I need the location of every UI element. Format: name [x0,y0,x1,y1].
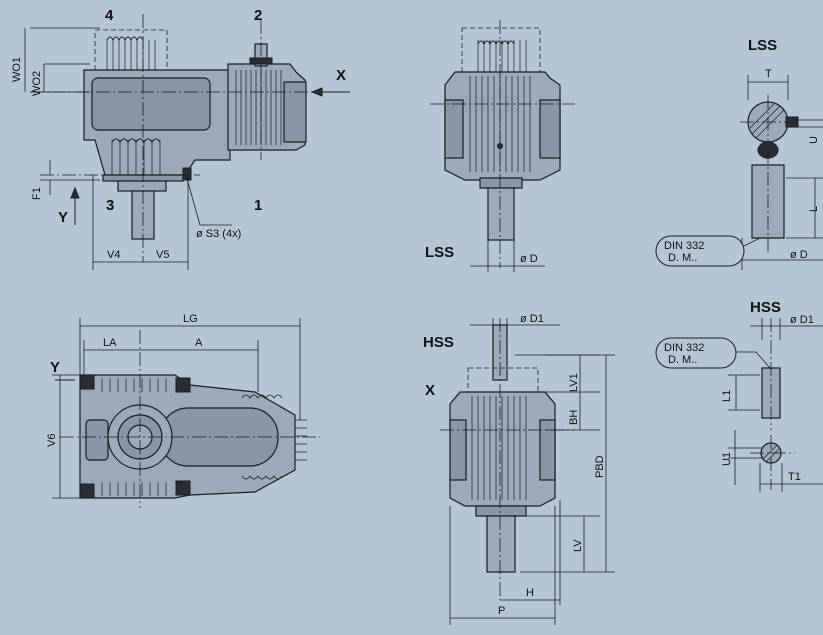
y-plan-label: Y [50,359,60,376]
lss-detail-label: LSS [748,37,777,54]
x-front-label: X [425,382,435,399]
position-2-label: 2 [254,7,262,24]
lss-shaft-detail [655,75,823,270]
v6-dimension: V6 [46,434,58,447]
lv1-dimension: LV1 [568,373,580,392]
din-top-line-2: D. M.. [668,252,697,264]
din-bottom-line-1: DIN 332 [664,342,704,354]
la-dimension: LA [103,337,117,349]
front-view-lss [430,20,575,272]
position-4-label: 4 [105,7,114,24]
t-dimension: T [765,68,772,80]
wo2-dimension: WO2 [31,71,43,96]
din-bottom-line-2: D. M.. [668,354,697,366]
position-1-label: 1 [254,197,262,214]
t1-dimension: T1 [788,471,801,483]
v4-dimension: V4 [107,249,120,261]
s3-dimension: ø S3 (4x) [196,228,241,240]
lg-dimension: LG [183,313,198,325]
d1-front-dimension: ø D1 [520,313,544,325]
hss-shaft-detail [655,318,823,492]
front-view-hss [440,318,615,625]
l1-dimension: L1 [721,390,733,402]
side-view [24,14,350,270]
u-dimension: U [808,136,820,144]
y-direction-label: Y [58,209,68,226]
lss-front-label: LSS [425,244,454,261]
h-dimension: H [526,587,534,599]
d1-detail-dimension: ø D1 [790,314,814,326]
wo1-dimension: WO1 [11,57,23,82]
x-direction-label: X [336,67,346,84]
hss-detail-label: HSS [750,299,781,316]
din-top-line-1: DIN 332 [664,240,704,252]
pbd-dimension: PBD [594,455,606,478]
l-dimension: L [808,206,820,212]
d-front-dimension: ø D [520,253,538,265]
plan-view [52,318,320,508]
f1-dimension: F1 [31,187,43,200]
hss-front-label: HSS [423,334,454,351]
u1-dimension: U1 [721,452,733,466]
bh-dimension: BH [568,410,580,425]
v5-dimension: V5 [156,249,169,261]
d-detail-dimension: ø D [790,249,808,261]
p-dimension: P [498,605,505,617]
lv-dimension: LV [572,539,584,552]
a-dimension: A [195,337,203,349]
position-3-label: 3 [106,197,114,214]
